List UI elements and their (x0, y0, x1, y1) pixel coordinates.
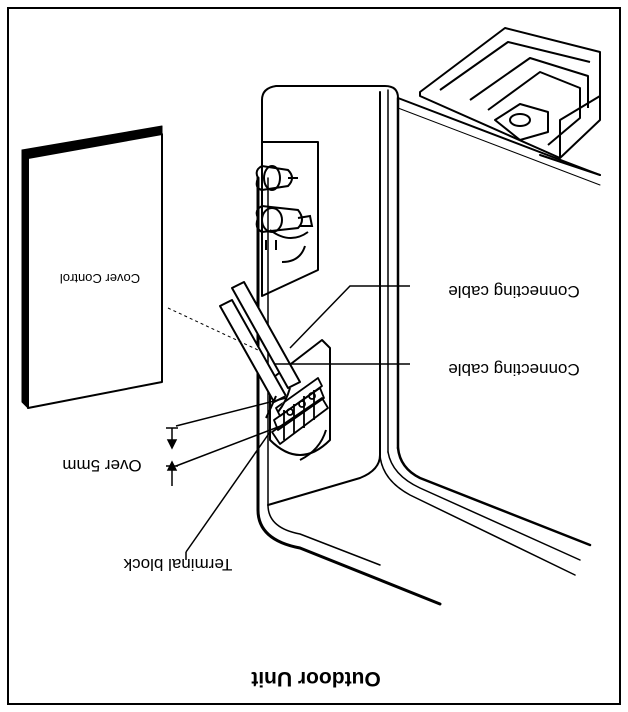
dimension-arrows (166, 427, 178, 486)
connecting-cable-graphic (219, 281, 301, 419)
label-terminal-block: Terminal block (123, 555, 232, 574)
terminal-window (269, 339, 331, 461)
valve-icon (255, 164, 314, 250)
cover-dashed-leader (167, 307, 259, 351)
leader-lines (175, 285, 410, 560)
diagram-frame (7, 7, 621, 705)
label-connecting-cable-2: Connecting cable (448, 360, 579, 379)
mounting-bracket (419, 27, 601, 159)
outdoor-unit-body (256, 85, 601, 606)
label-over-5mm: Over 5mm (62, 456, 141, 475)
diagram-title: Outdoor Unit (251, 667, 380, 690)
label-cover-control: Cover Control (60, 271, 140, 286)
label-connecting-cable-1: Connecting cable (448, 282, 579, 301)
cover-control-panel (21, 125, 163, 409)
